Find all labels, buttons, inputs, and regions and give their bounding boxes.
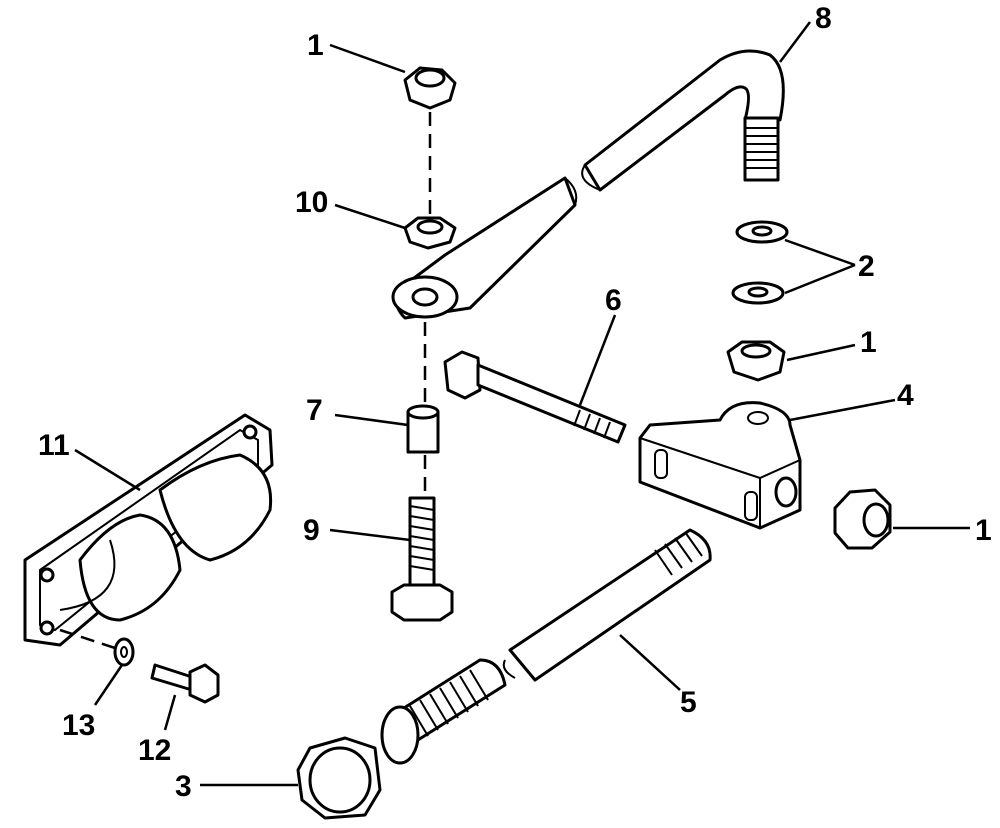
callout-labels: 1 8 10 2 1 6 4 7 11 1 9 5 13 12 3: [38, 2, 992, 803]
bolt-6: [443, 350, 627, 444]
bracket-hole-axis: [59, 628, 116, 650]
screw-12: [150, 663, 220, 704]
lock-nut-middle: [726, 340, 786, 382]
link-rod: [391, 49, 785, 320]
callout-9: 9: [303, 514, 320, 547]
callout-3: 3: [175, 770, 192, 803]
lock-nut-right: [833, 488, 892, 550]
callout-2: 2: [858, 250, 875, 283]
callout-8: 8: [815, 2, 832, 35]
rod-thread: [745, 127, 778, 169]
spacer: [406, 404, 440, 454]
callout-6: 6: [605, 284, 622, 317]
callout-11: 11: [38, 429, 70, 462]
tube: [380, 528, 712, 765]
tube-nut: [296, 736, 382, 820]
lock-nut-top: [403, 66, 457, 110]
leader-lines: [74, 21, 970, 787]
bolt-9: [390, 496, 454, 622]
jam-nut: [403, 216, 457, 250]
callout-1-middle: 1: [860, 326, 877, 359]
callout-10: 10: [295, 186, 328, 219]
callout-4: 4: [897, 379, 914, 412]
callout-5: 5: [680, 686, 697, 719]
callout-1-right: 1: [975, 514, 992, 547]
pivot-block: [638, 401, 802, 530]
washer-lower: [731, 281, 785, 305]
callout-1-top: 1: [307, 29, 324, 62]
washer-13: [113, 637, 135, 667]
callout-7: 7: [306, 394, 323, 427]
washer-upper: [735, 220, 789, 244]
callout-12: 12: [138, 734, 171, 767]
callout-13: 13: [62, 709, 95, 742]
mounting-bracket: [23, 413, 274, 647]
